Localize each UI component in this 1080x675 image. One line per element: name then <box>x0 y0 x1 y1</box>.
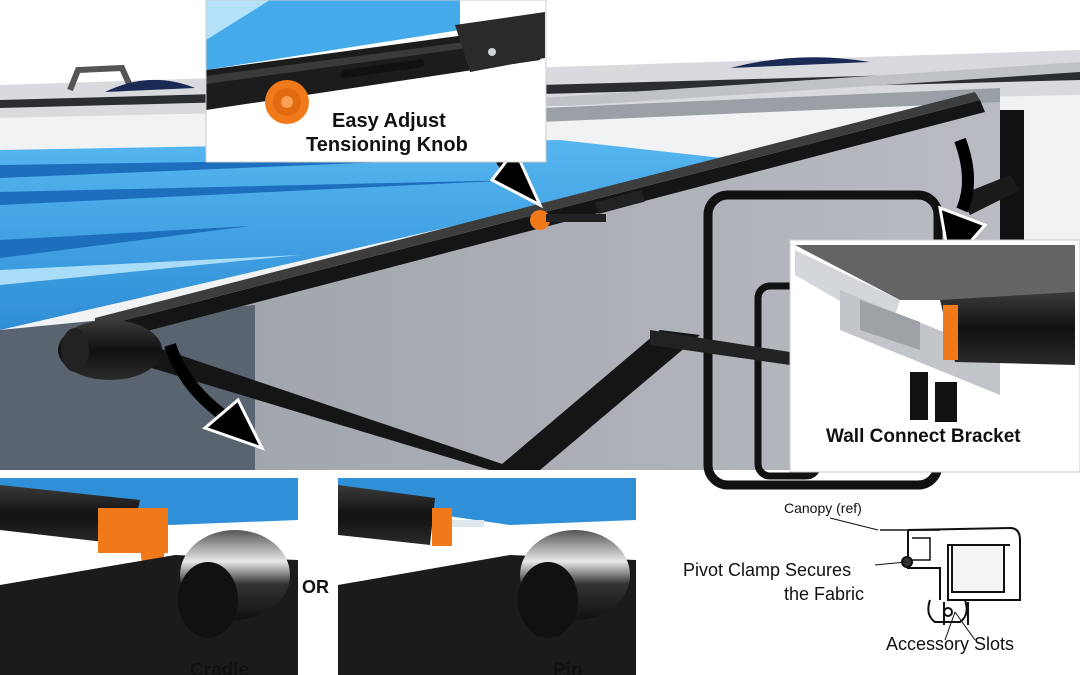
inset-tension-knob <box>205 0 547 163</box>
tension-knob-small-icon <box>530 210 550 230</box>
orange-knob-icon <box>265 80 309 124</box>
knob-label-line2: Tensioning Knob <box>306 134 468 156</box>
canopy-label: Canopy (ref) <box>784 500 862 516</box>
pin-label: Pin <box>553 660 583 675</box>
inset-wall-bracket <box>789 239 1080 473</box>
inset-pin <box>338 478 636 675</box>
inset-cradle <box>0 478 298 675</box>
cradle-label: Cradle <box>190 660 250 675</box>
slots-label: Accessory Slots <box>886 634 1015 654</box>
profile-schematic <box>829 517 1021 641</box>
clamp-label-line2: the Fabric <box>784 584 865 604</box>
or-label: OR <box>302 577 329 597</box>
clamp-label-line1: Pivot Clamp Secures <box>683 560 852 580</box>
awning-arm <box>58 92 1020 470</box>
bracket-label: Wall Connect Bracket <box>826 426 1021 447</box>
knob-label-line1: Easy Adjust <box>332 110 446 132</box>
